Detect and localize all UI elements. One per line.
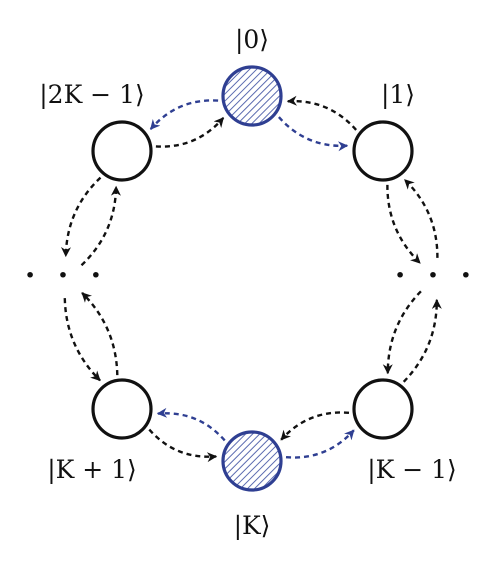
state-node-n1 [352, 120, 414, 182]
state-label-k-minus-1: |K − 1⟩ [367, 455, 457, 485]
transition-arrow-nK-to-nK1m [285, 429, 355, 459]
transition-arrow-dotsR-to-n1 [403, 178, 439, 258]
state-node-n2K1 [91, 120, 153, 182]
transition-arrow-nK1m-to-dotsR [402, 298, 442, 383]
transition-arrow-dotsR-to-nK1m [382, 290, 422, 375]
state-label-k: |K⟩ [234, 511, 271, 541]
state-label-0: |0⟩ [235, 25, 269, 55]
edge-group [60, 95, 442, 463]
state-node-nK [221, 430, 283, 492]
transition-arrow-nK1m-to-nK [280, 411, 350, 441]
transition-arrow-dotsL-to-n2K1 [80, 185, 121, 267]
transition-arrow-dotsL-to-nK1p [63, 298, 101, 382]
state-label-k-plus-1: |K + 1⟩ [47, 455, 137, 485]
state-node-nK1m [352, 378, 414, 440]
transition-arrow-nK1p-to-nK [148, 428, 218, 463]
state-node-nK1p [91, 378, 153, 440]
state-label-1: |1⟩ [381, 80, 415, 110]
ellipsis-right: · · · [395, 258, 477, 293]
transition-arrow-n2K1-to-n0 [155, 117, 225, 148]
state-label-2k-minus-1: |2K − 1⟩ [39, 80, 145, 110]
transition-arrow-nK-to-nK1p [156, 407, 226, 442]
transition-arrow-n0-to-n1 [277, 116, 349, 152]
node-group [91, 65, 414, 492]
transition-arrow-nK1p-to-dotsL [81, 292, 119, 376]
transition-arrow-n1-to-n0 [286, 95, 358, 131]
transition-arrow-n0-to-n2K1 [149, 99, 219, 130]
ellipsis-left: · · · [25, 258, 107, 293]
transition-arrow-n1-to-dotsR [386, 184, 421, 264]
label-group: |0⟩ |1⟩ |K − 1⟩ |K⟩ |K + 1⟩ |2K − 1⟩ · ·… [25, 25, 477, 541]
state-node-n0 [221, 65, 283, 127]
transition-arrow-n2K1-to-dotsL [60, 176, 102, 258]
